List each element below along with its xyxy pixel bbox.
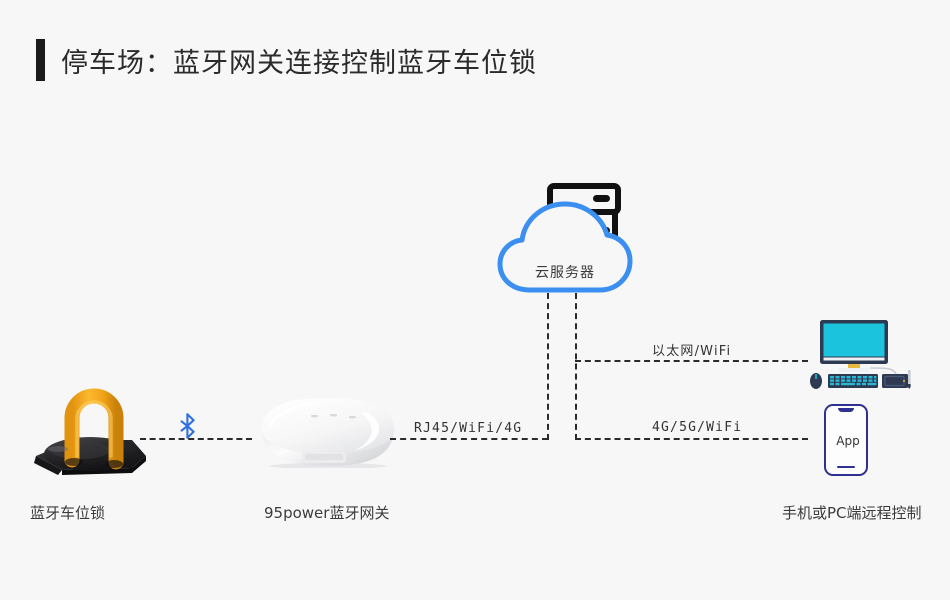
bluetooth-icon [178, 413, 198, 439]
parking-lock-icon [28, 382, 168, 480]
cloud-server-icon [495, 180, 635, 300]
link-cloud-to-clients-vertical [575, 293, 577, 440]
desktop-computer-icon [808, 320, 914, 392]
link-cloud-to-phone [575, 438, 808, 440]
phone-body: App [824, 404, 868, 476]
link-label-gateway-cloud: RJ45/WiFi/4G [414, 421, 523, 436]
link-lock-to-gateway [140, 438, 252, 440]
gateway-caption: 95power蓝牙网关 [264, 504, 390, 522]
clients-caption: 手机或PC端远程控制 [782, 504, 922, 522]
page-title: 停车场：蓝牙网关连接控制蓝牙车位锁 [36, 38, 537, 82]
smartphone-icon: App [824, 404, 872, 480]
phone-app-label: App [836, 434, 860, 448]
link-gateway-to-cloud-horizontal [390, 438, 548, 440]
bluetooth-gateway-icon [258, 396, 398, 469]
cloud-label: 云服务器 [535, 265, 595, 281]
title-text: 停车场：蓝牙网关连接控制蓝牙车位锁 [61, 47, 537, 79]
lock-caption: 蓝牙车位锁 [30, 504, 106, 522]
title-accent-bar [36, 39, 45, 81]
phone-notch [838, 408, 854, 412]
link-cloud-to-pc [575, 360, 808, 362]
link-label-cloud-phone: 4G/5G/WiFi [652, 420, 743, 435]
phone-home-indicator [837, 466, 855, 468]
link-gateway-to-cloud-vertical [547, 293, 549, 440]
link-label-cloud-pc: 以太网/WiFi [652, 344, 732, 359]
